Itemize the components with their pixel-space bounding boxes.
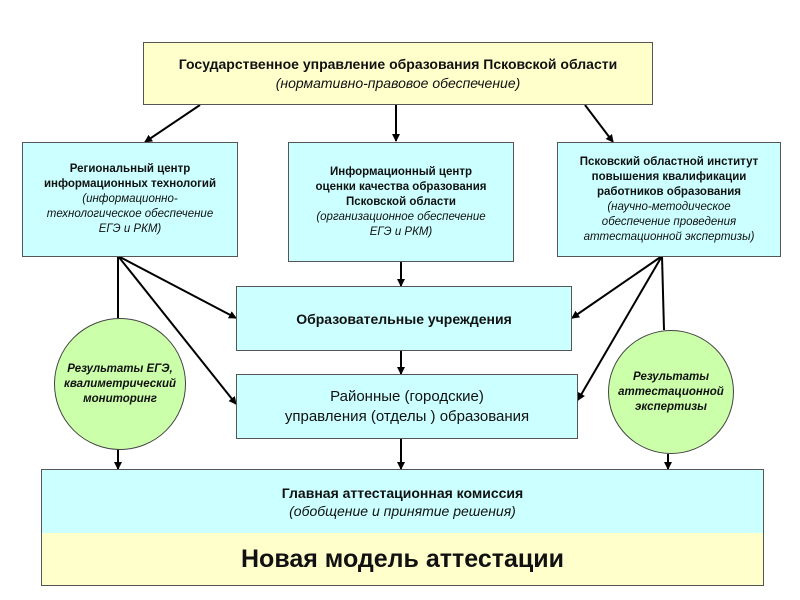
arrow-left-to-institutions	[117, 255, 237, 319]
banner-text: Новая модель аттестации	[241, 544, 564, 573]
arrow-right-to-district	[577, 255, 663, 401]
institute-line3: работников образования	[597, 185, 741, 198]
expertise-results-line2: аттестационной	[618, 385, 724, 398]
quality-center-line2: оценки качества образования	[315, 180, 487, 193]
regional-it-center-line1: Региональный центр	[69, 163, 191, 175]
exam-results-line3: мониторинг	[83, 392, 157, 405]
district-administrations-box: Районные (городские) управления (отделы …	[236, 374, 578, 439]
arrow-top-to-left	[144, 104, 201, 143]
institute-line6: аттестационной экспертизы)	[583, 230, 755, 243]
institute-line2: повышения квалификации	[591, 170, 747, 183]
state-dept-title: Государственное управление образования П…	[178, 56, 618, 72]
institute-line1: Псковский областной институт	[579, 155, 759, 168]
regional-it-center-line3: (информационно-	[82, 193, 178, 205]
exam-results-line1: Результаты ЕГЭ,	[67, 362, 173, 375]
regional-it-center-box: Региональный центр информационных технол…	[22, 142, 238, 257]
qualification-institute-box: Псковский областной институт повышения к…	[557, 142, 781, 257]
institute-line4: (научно-методическое	[607, 200, 731, 213]
quality-center-line3: Псковской области	[345, 195, 456, 208]
exam-results-circle: Результаты ЕГЭ, квалиметрический монитор…	[54, 318, 186, 450]
arrow-right-to-institutions	[571, 255, 663, 319]
quality-assessment-center-box: Информационный центр оценки качества обр…	[288, 142, 514, 262]
arrow-left-to-district	[117, 255, 237, 405]
expertise-results-circle: Результаты аттестационной экспертизы	[608, 330, 734, 454]
regional-it-center-line4: технологическое обеспечение	[46, 208, 214, 220]
main-attestation-commission-box: Главная аттестационная комиссия (обобщен…	[41, 469, 764, 534]
line-right-to-circle	[661, 255, 665, 331]
institutions-label: Образовательные учреждения	[296, 310, 512, 327]
state-education-department-box: Государственное управление образования П…	[143, 42, 653, 105]
regional-it-center-line2: информационных технологий	[43, 178, 217, 190]
institute-line5: обеспечение проведения	[601, 215, 737, 228]
commission-subtitle: (обобщение и принятие решения)	[289, 502, 516, 519]
district-line1: Районные (городские)	[330, 387, 484, 405]
quality-center-line5: ЕГЭ и РКМ)	[369, 225, 433, 238]
quality-center-line1: Информационный центр	[330, 165, 472, 178]
arrow-top-to-right	[584, 104, 614, 143]
district-line2: управления (отделы ) образования	[284, 407, 530, 425]
educational-institutions-box: Образовательные учреждения	[236, 286, 572, 351]
commission-title: Главная аттестационная комиссия	[281, 484, 524, 501]
new-attestation-model-banner: Новая модель аттестации	[41, 533, 764, 586]
exam-results-line2: квалиметрический	[63, 377, 177, 390]
quality-center-line4: (организационное обеспечение	[316, 210, 486, 223]
expertise-results-line1: Результаты	[632, 370, 710, 383]
regional-it-center-line5: ЕГЭ и РКМ)	[98, 223, 162, 235]
state-dept-subtitle: (нормативно-правовое обеспечение)	[275, 75, 521, 91]
expertise-results-line3: экспертизы	[635, 400, 707, 413]
